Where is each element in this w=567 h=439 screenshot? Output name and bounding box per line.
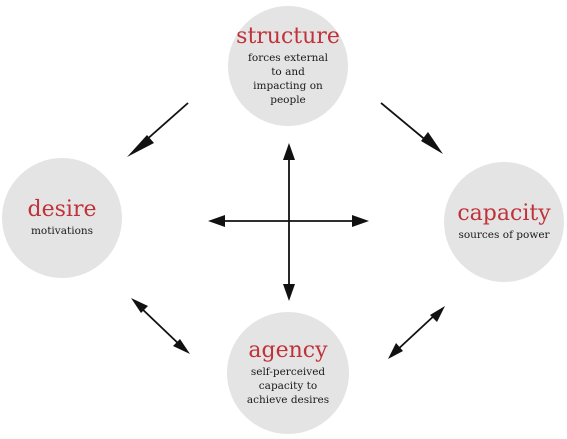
node-desire: desire motivations (2, 158, 122, 278)
node-agency-description: self-perceived capacity to achieve desir… (246, 366, 330, 406)
arrow-center-vertical (283, 143, 295, 301)
node-agency: agency self-perceived capacity to achiev… (227, 312, 349, 434)
arrow-structure-to-desire (127, 102, 189, 157)
node-desire-description: motivations (30, 225, 94, 237)
arrow-center-horizontal (208, 215, 369, 227)
arrow-structure-to-capacity (380, 102, 443, 154)
node-capacity-description: sources of power (458, 229, 550, 241)
node-capacity-title: capacity (457, 201, 551, 226)
arrow-capacity-agency (388, 306, 445, 359)
arrow-desire-agency (131, 298, 190, 354)
node-agency-title: agency (248, 338, 328, 363)
node-structure-title: structure (236, 24, 340, 49)
node-capacity: capacity sources of power (444, 162, 564, 282)
node-structure-description: forces external to and impacting on peop… (247, 52, 329, 106)
node-structure: structure forces external to and impacti… (228, 6, 348, 126)
node-desire-title: desire (27, 197, 97, 222)
